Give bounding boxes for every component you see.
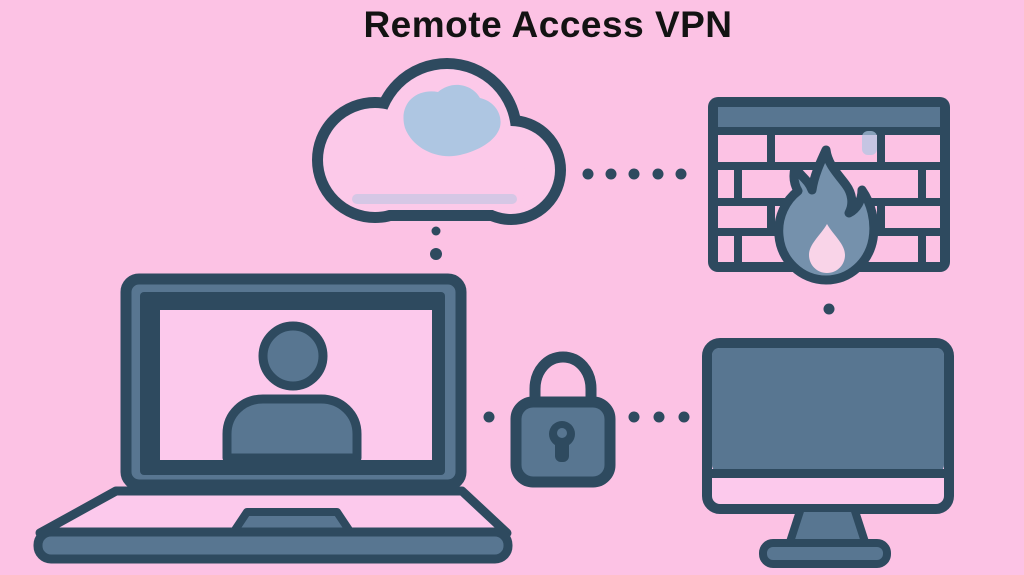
monitor-icon [702, 338, 954, 568]
flame-icon [774, 145, 879, 285]
flame-core [809, 224, 845, 273]
connector-lock-monitor [628, 411, 690, 423]
firewall-flame-icon [708, 97, 950, 285]
keyhole [549, 421, 575, 462]
monitor-base [759, 539, 891, 568]
connector-firewall-monitor [823, 303, 835, 315]
cloud-shading-strip [352, 194, 517, 204]
user-head [258, 321, 328, 391]
diagram-title: Remote Access VPN [363, 4, 733, 45]
user-icon [222, 321, 362, 463]
cloud-shading-blob [403, 84, 501, 157]
connector-laptop-lock [483, 411, 495, 423]
laptop-base [33, 527, 513, 564]
padlock-icon [510, 351, 616, 488]
laptop-user-icon [33, 273, 513, 564]
monitor-divider [710, 469, 946, 478]
connector-cloud-firewall [582, 168, 687, 180]
user-shoulders [222, 394, 362, 463]
firewall-smudge [862, 131, 877, 155]
lock-shackle [529, 351, 597, 404]
monitor-screen [712, 348, 944, 472]
firewall-top-band [718, 107, 940, 127]
cloud-icon [312, 58, 566, 225]
connector-cloud-laptop [430, 226, 442, 260]
